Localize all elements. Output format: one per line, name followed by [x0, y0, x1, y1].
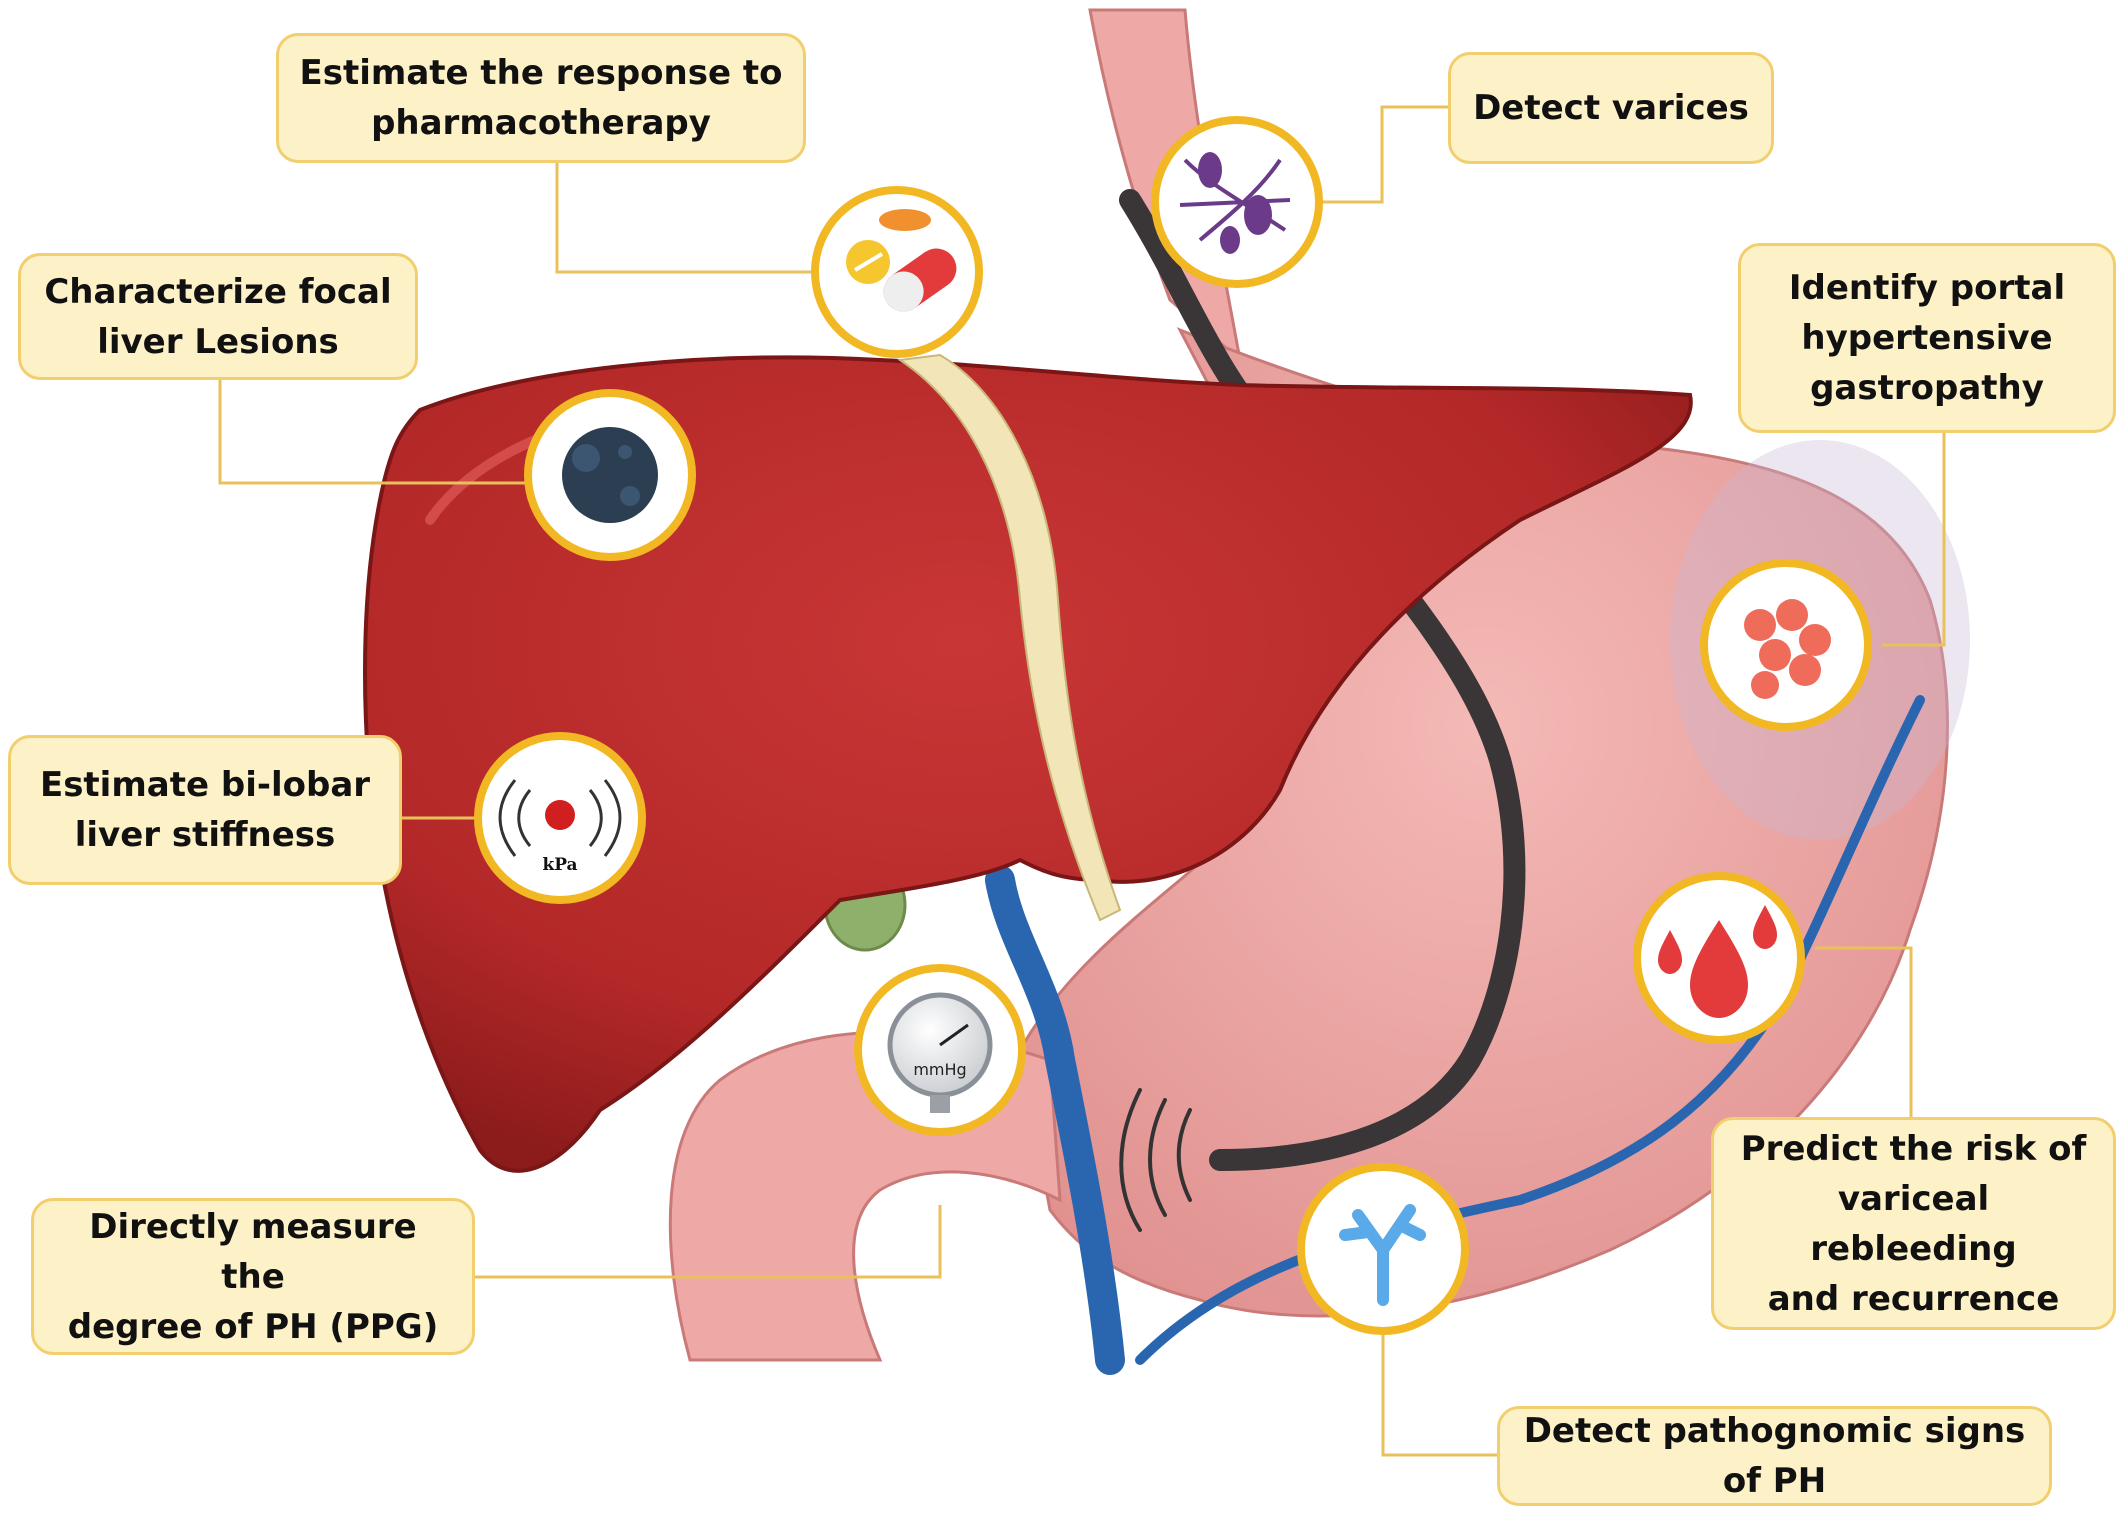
connector-varices [1315, 105, 1448, 204]
stomach [1018, 327, 1949, 1318]
label-line: liver Lesions [97, 321, 339, 362]
label-pathognomic-signs: Detect pathognomic signs of PH [1497, 1406, 2052, 1506]
label-line: Characterize focal [44, 271, 392, 312]
portal-vein [985, 865, 1125, 1375]
icon-stiffness: kPa [474, 732, 646, 904]
connector-rebleeding [1815, 946, 1913, 1117]
label-line: hypertensive [1801, 318, 2053, 358]
label-response-to-pharmacotherapy: Estimate the response to pharmacotherapy [276, 33, 806, 163]
anatomy-illustration [363, 8, 1970, 1375]
label-portal-hypertensive-gastropathy: Identify portal hypertensive gastropathy [1738, 243, 2116, 433]
gauge-unit-text: mmHg [913, 1060, 966, 1079]
connector-signs [1381, 1331, 1497, 1457]
label-line: Identify portal [1788, 268, 2066, 308]
label-line: Predict the risk of [1740, 1128, 2087, 1169]
label-variceal-rebleeding: Predict the risk of variceal rebleeding an… [1711, 1117, 2116, 1330]
stiffness-unit-text: kPa [542, 855, 577, 875]
connector-focal [218, 380, 538, 485]
label-bilobar-liver-stiffness: Estimate bi-lobar liver stiffness [8, 735, 402, 885]
ultrasound-waves [1119, 1088, 1192, 1232]
icon-varices [1151, 116, 1323, 288]
label-line: liver stiffness [74, 815, 336, 855]
icon-blood-drops [1633, 872, 1805, 1044]
label-focal-liver-lesions: Characterize focal liver Lesions [18, 253, 418, 380]
label-detect-varices: Detect varices [1448, 52, 1774, 164]
label-line: variceal rebleeding [1810, 1178, 2017, 1269]
label-line: Estimate the response to [299, 53, 783, 93]
liver [363, 355, 1693, 1173]
label-measure-ppg: Directly measure the degree of PH (PPG) [31, 1198, 475, 1355]
label-line: Directly measure the [89, 1206, 417, 1297]
icon-pressure-gauge: mmHg [854, 964, 1026, 1136]
connector-gastropathy [1882, 433, 1946, 647]
icon-lesion [524, 389, 696, 561]
connector-ppg [475, 1205, 942, 1279]
connectors [218, 105, 1946, 1457]
label-line: Detect pathognomic signs of PH [1523, 1411, 2026, 1501]
label-line: gastropathy [1810, 368, 2044, 408]
endoscope [1119, 189, 1526, 1171]
label-line: pharmacotherapy [371, 103, 711, 143]
icon-pills [811, 186, 983, 358]
label-line: Detect varices [1473, 88, 1749, 128]
label-line: and recurrence [1767, 1278, 2060, 1319]
label-line: Estimate bi-lobar [39, 765, 371, 805]
connector-response [555, 163, 818, 274]
label-line: degree of PH (PPG) [67, 1306, 439, 1347]
icon-vessel [1297, 1163, 1469, 1335]
icon-mucosa [1700, 559, 1872, 731]
falciform-ligament [897, 353, 1122, 922]
